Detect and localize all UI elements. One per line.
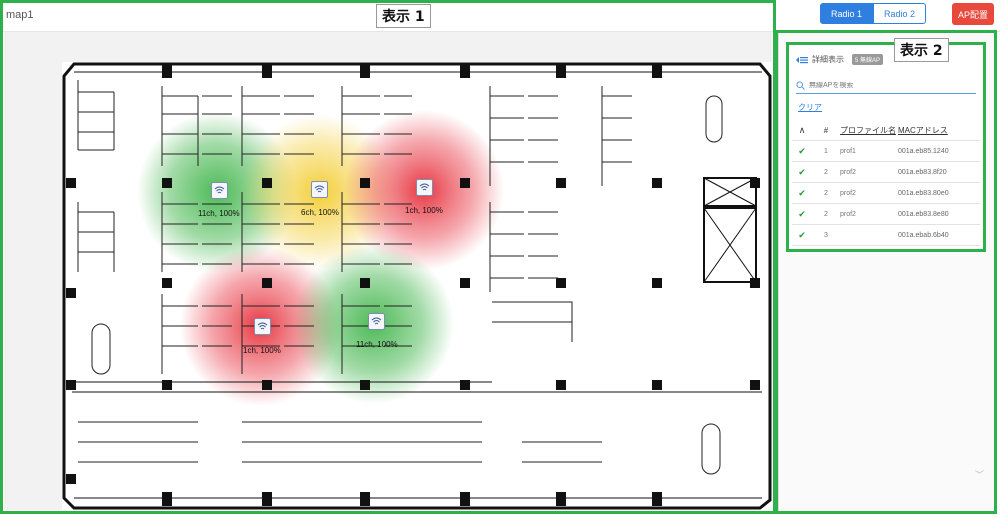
row-mac: 001a.eb83.80e0 <box>898 189 949 197</box>
table-row[interactable]: ✔ 2 prof2 001a.eb83.8f20 <box>792 162 980 183</box>
check-icon: ✔ <box>798 229 806 240</box>
ap-label: 11ch, 100% <box>356 340 398 349</box>
check-icon: ✔ <box>798 208 806 219</box>
table-row[interactable]: ✔ 1 prof1 001a.eb85.1240 <box>792 141 980 162</box>
sort-icon[interactable]: ∧ <box>798 124 806 135</box>
check-icon: ✔ <box>798 166 806 177</box>
table-row[interactable]: ✔ 2 prof2 001a.eb83.80e0 <box>792 183 980 204</box>
top-bar: map1 Radio 1 Radio 2 AP配置 <box>0 0 1000 32</box>
check-icon: ✔ <box>798 145 806 156</box>
detail-toggle[interactable]: 詳細表示 5 無線AP <box>796 54 884 65</box>
row-mac: 001a.eb83.8e80 <box>898 210 949 218</box>
row-mac: 001a.eb85.1240 <box>898 147 949 155</box>
wifi-icon[interactable] <box>211 182 228 199</box>
map-name: map1 <box>6 9 34 21</box>
search-input[interactable] <box>809 82 969 89</box>
column-mac[interactable]: MACアドレス <box>898 125 948 135</box>
check-icon: ✔ <box>798 187 806 198</box>
ap-list-panel: 詳細表示 5 無線AP クリア ∧ # プロファイル名 MACアドレス ✔ 1 … <box>788 44 984 250</box>
row-mac: 001a.ebab.6b40 <box>898 231 949 239</box>
wifi-icon[interactable] <box>416 179 433 196</box>
wifi-icon[interactable] <box>311 181 328 198</box>
search-icon <box>796 81 805 90</box>
ap-table: ∧ # プロファイル名 MACアドレス ✔ 1 prof1 001a.eb85.… <box>792 120 980 246</box>
floor-plan <box>62 62 772 510</box>
row-profile: prof2 <box>840 210 856 218</box>
radio2-button[interactable]: Radio 2 <box>873 3 926 24</box>
column-num[interactable]: # <box>823 125 829 135</box>
row-profile: prof1 <box>840 147 856 155</box>
wifi-icon[interactable] <box>368 313 385 330</box>
display1-tag: 表示 1 <box>376 4 431 28</box>
radio1-button[interactable]: Radio 1 <box>820 3 873 24</box>
ap-label: 11ch, 100% <box>198 209 240 218</box>
row-num: 2 <box>824 168 828 176</box>
row-num: 3 <box>824 231 828 239</box>
ap-label: 6ch, 100% <box>301 208 339 217</box>
search-box[interactable] <box>796 78 976 94</box>
row-mac: 001a.eb83.8f20 <box>898 168 947 176</box>
ap-label: 1ch, 100% <box>243 346 281 355</box>
table-row[interactable]: ✔ 3 001a.ebab.6b40 <box>792 225 980 246</box>
scroll-down-icon[interactable]: ﹀ <box>975 470 985 480</box>
detail-list-icon <box>796 56 808 63</box>
table-row[interactable]: ✔ 2 prof2 001a.eb83.8e80 <box>792 204 980 225</box>
row-num: 1 <box>824 147 828 155</box>
ap-count-badge: 5 無線AP <box>852 54 884 65</box>
wifi-icon[interactable] <box>254 318 271 335</box>
column-profile[interactable]: プロファイル名 <box>840 125 896 135</box>
row-num: 2 <box>824 189 828 197</box>
ap-label: 1ch, 100% <box>405 206 443 215</box>
display2-tag: 表示 2 <box>894 38 949 62</box>
clear-link[interactable]: クリア <box>798 103 822 112</box>
row-profile: prof2 <box>840 168 856 176</box>
table-header: ∧ # プロファイル名 MACアドレス <box>792 120 980 141</box>
radio-toggle: Radio 1 Radio 2 <box>820 3 926 24</box>
ap-place-button[interactable]: AP配置 <box>952 3 994 25</box>
row-profile: prof2 <box>840 189 856 197</box>
detail-label: 詳細表示 <box>812 55 844 64</box>
row-num: 2 <box>824 210 828 218</box>
